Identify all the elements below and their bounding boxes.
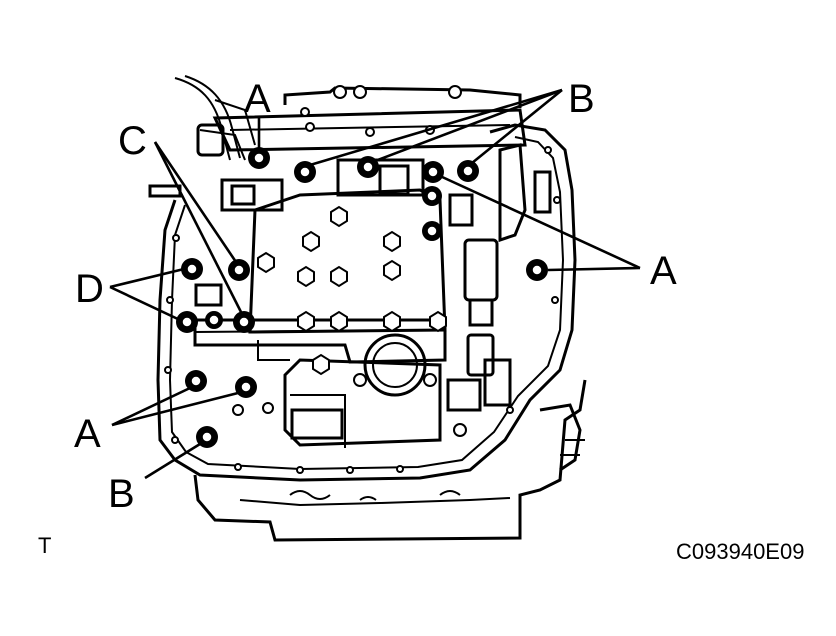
label-a-right: A: [650, 249, 677, 293]
bolt-plain-1: [205, 311, 223, 329]
bolt-a-right: [526, 259, 548, 281]
hex-bolt: [257, 251, 275, 274]
valve-body-plate: [193, 143, 552, 448]
hex-bolt: [383, 310, 401, 333]
bolt-d-lower: [176, 311, 198, 333]
hex-bolt: [383, 259, 401, 282]
bolt-c-upper: [228, 259, 250, 281]
label-b-top: B: [568, 77, 595, 121]
label-a-left: A: [74, 412, 101, 456]
bolt-b-3: [457, 160, 479, 182]
plate-bolts: [257, 205, 447, 376]
leader-lines: [109, 88, 641, 480]
bolt-c-lower: [233, 311, 255, 333]
label-b-bottom: B: [108, 472, 135, 516]
hex-bolt: [330, 265, 348, 288]
bolt-a-center-low: [422, 221, 442, 241]
bolt-d-upper: [181, 258, 203, 280]
label-a-top: A: [244, 77, 271, 121]
hex-bolt: [330, 310, 348, 333]
label-d: D: [75, 267, 104, 311]
bolt-a-center-top: [422, 161, 444, 183]
hex-bolt: [312, 353, 330, 376]
corner-mark: T: [38, 533, 51, 558]
bolt-a-top-left: [248, 147, 270, 169]
callout-labels: A B C D A A B: [74, 77, 677, 516]
bolt-b-1: [294, 161, 316, 183]
hex-bolt: [297, 310, 315, 333]
bolt-a-left-2: [235, 376, 257, 398]
hex-bolt: [302, 230, 320, 253]
label-c: C: [118, 119, 147, 163]
hex-bolt: [330, 205, 348, 228]
hex-bolt: [429, 310, 447, 333]
hex-bolt: [297, 265, 315, 288]
bolt-b-bottom: [196, 426, 218, 448]
pan-rim-holes: [164, 85, 561, 474]
bolt-a-center-mid: [422, 186, 442, 206]
bolt-b-2: [357, 156, 379, 178]
hex-bolt: [383, 230, 401, 253]
highlighted-bolts: [176, 147, 548, 448]
figure-code: C093940E09: [676, 539, 804, 564]
bolt-a-left-1: [185, 370, 207, 392]
